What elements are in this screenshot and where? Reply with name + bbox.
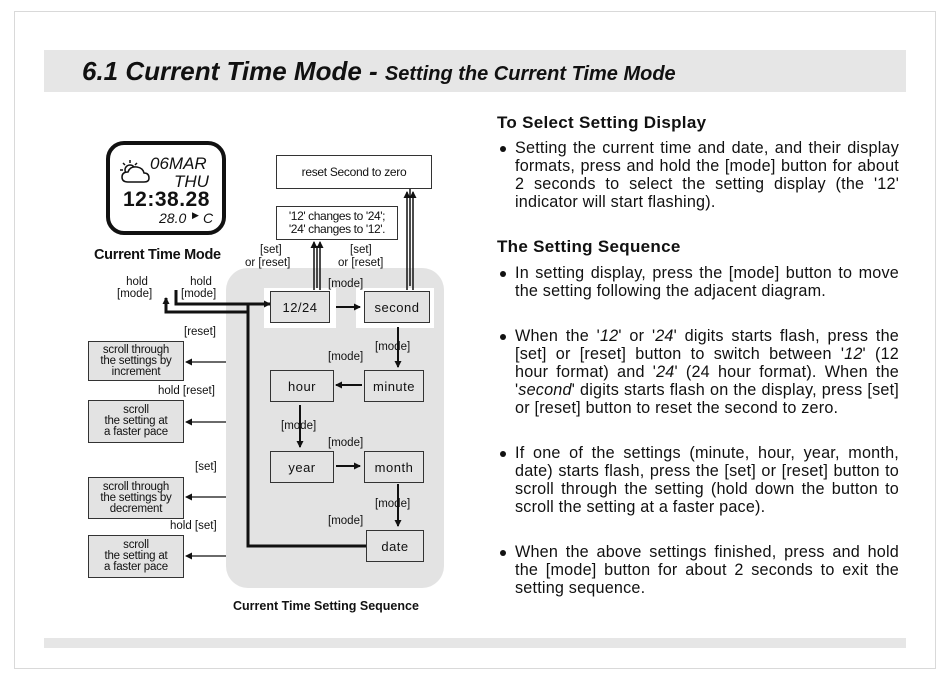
format-change-line1: '12' changes to '24'; bbox=[288, 209, 386, 223]
page-title: 6.1 Current Time Mode - Setting the Curr… bbox=[82, 56, 676, 87]
scroll-faster-box-1: scroll the setting at a faster pace bbox=[88, 400, 184, 443]
node-second: second bbox=[364, 291, 430, 323]
bullet-dot bbox=[500, 451, 506, 457]
format-change-box: '12' changes to '24'; '24' changes to '1… bbox=[276, 206, 398, 240]
mode-label-4: [mode] bbox=[281, 420, 317, 432]
watch-day: THU bbox=[174, 172, 209, 191]
scroll-decrement-box: scroll through the settings by decrement bbox=[88, 477, 184, 519]
node-year: year bbox=[270, 451, 334, 483]
weather-sun-cloud-icon bbox=[120, 160, 150, 183]
bullet-scroll-settings: If one of the settings (minute, hour, ye… bbox=[497, 444, 899, 516]
mode-label-1: [mode] bbox=[328, 278, 364, 290]
hold-label-1: hold bbox=[126, 276, 148, 288]
bullet-sequence-move: In setting display, press the [mode] but… bbox=[497, 264, 899, 300]
node-hour: hour bbox=[270, 370, 334, 402]
hold-reset-label: hold [reset] bbox=[158, 385, 215, 397]
bullet-dot bbox=[500, 146, 506, 152]
scroll-faster-box-2: scroll the setting at a faster pace bbox=[88, 535, 184, 578]
heading-select-display: To Select Setting Display bbox=[497, 113, 707, 132]
set-label-right: [set] bbox=[350, 244, 372, 256]
mode-label-2: [mode] bbox=[375, 341, 411, 353]
set-label-side: [set] bbox=[195, 461, 217, 473]
node-12-24: 12/24 bbox=[270, 291, 330, 323]
or-reset-label-right: or [reset] bbox=[338, 257, 384, 269]
footer-band bbox=[44, 638, 906, 648]
bullet-text: If one of the settings (minute, hour, ye… bbox=[515, 444, 899, 516]
watch-body bbox=[106, 141, 226, 235]
title-main: 6.1 Current Time Mode - bbox=[82, 56, 385, 86]
mode-label-7: [mode] bbox=[328, 515, 364, 527]
bullet-text: When the '12' or '24' digits starts flas… bbox=[515, 327, 900, 417]
mode-label-5: [mode] bbox=[328, 437, 364, 449]
node-minute: minute bbox=[364, 370, 424, 402]
mode-label-6: [mode] bbox=[375, 498, 411, 510]
node-month: month bbox=[364, 451, 424, 483]
reset-label: [reset] bbox=[184, 326, 216, 338]
page-frame bbox=[14, 11, 936, 669]
watch-temp: 28.0 bbox=[159, 210, 187, 226]
hold-set-label: hold [set] bbox=[170, 520, 217, 532]
diagram-caption: Current Time Setting Sequence bbox=[233, 599, 419, 613]
bullet-dot bbox=[500, 334, 506, 340]
title-sub: Setting the Current Time Mode bbox=[384, 63, 676, 85]
hold-label-2: hold bbox=[190, 276, 212, 288]
node-date: date bbox=[366, 530, 424, 562]
bullet-text: When the above settings finished, press … bbox=[515, 543, 899, 597]
watch-time: 12:38.28 bbox=[123, 188, 210, 211]
watch-unit: C bbox=[203, 210, 214, 226]
reset-second-box: reset Second to zero bbox=[276, 155, 432, 189]
watch-date: 06MAR bbox=[150, 154, 207, 173]
set-label-left: [set] bbox=[260, 244, 282, 256]
bullet-text: Setting the current time and date, and t… bbox=[515, 139, 899, 211]
hold-mode-label-1: [mode] bbox=[117, 288, 153, 300]
header-band bbox=[44, 50, 906, 92]
right-column: To Select Setting Display Setting the cu… bbox=[497, 0, 899, 682]
bullet-dot bbox=[500, 271, 506, 277]
sequence-panel bbox=[226, 268, 444, 588]
bullet-12-24-format: When the '12' or '24' digits starts flas… bbox=[497, 327, 899, 417]
heading-setting-sequence: The Setting Sequence bbox=[497, 237, 681, 256]
bullet-exit-sequence: When the above settings finished, press … bbox=[497, 543, 899, 597]
mode-label-3: [mode] bbox=[328, 351, 364, 363]
bullet-select-display: Setting the current time and date, and t… bbox=[497, 139, 899, 211]
watch-pointer-icon: ▶ bbox=[192, 210, 199, 220]
hold-mode-label-2: [mode] bbox=[181, 288, 217, 300]
bullet-dot bbox=[500, 550, 506, 556]
watch-caption: Current Time Mode bbox=[94, 247, 221, 263]
format-change-line2: '24' changes to '12'. bbox=[288, 222, 386, 236]
or-reset-label-left: or [reset] bbox=[245, 257, 291, 269]
scroll-increment-box: scroll through the settings by increment bbox=[88, 341, 184, 381]
bullet-text: In setting display, press the [mode] but… bbox=[515, 264, 899, 300]
